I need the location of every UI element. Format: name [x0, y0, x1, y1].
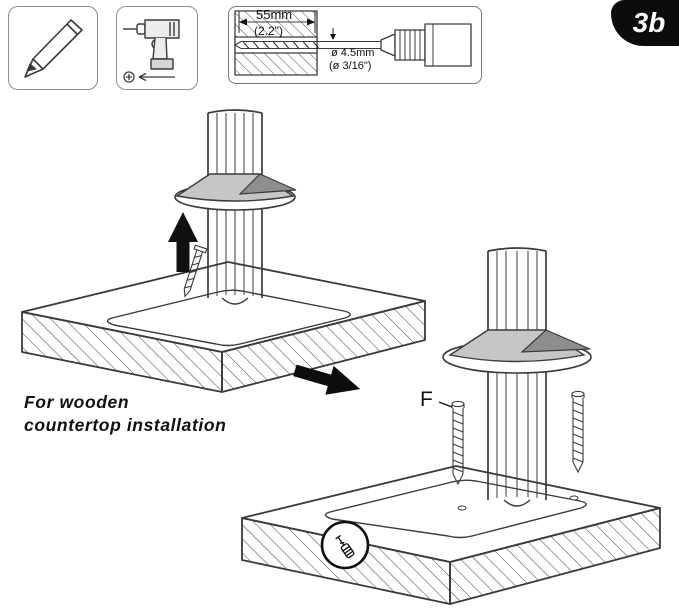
part-f-label: F: [420, 388, 433, 411]
pencil-icon: [24, 19, 83, 78]
next-step-arrow-icon: [293, 364, 361, 395]
drill-depth-mm: 55mm: [256, 7, 293, 22]
phillips-screw-icon: [123, 71, 175, 83]
anchor-detail-circle: [320, 520, 370, 570]
wood-edge-right-2: [449, 507, 661, 605]
caption: For wooden countertop installation: [24, 391, 226, 437]
pilot-hole-right: [569, 495, 579, 501]
cover-plate-floating: [174, 173, 297, 211]
drill-icon: [123, 19, 180, 70]
screw-f-left: [451, 400, 465, 486]
pilot-hole-left: [457, 505, 467, 511]
drill-bit-icon: [234, 40, 381, 50]
wall-anchor-icon: [335, 534, 355, 559]
part-f-leader: [438, 401, 453, 408]
drill-diameter-mm: ø 4.5mm: [331, 47, 375, 59]
countertop-left: [21, 261, 426, 393]
mounting-plate: [106, 289, 351, 347]
up-arrow-icon: [168, 212, 198, 272]
diameter-arrow: [330, 28, 336, 40]
drill-depth-inch: (2.2"): [254, 24, 283, 38]
countertop-right: [241, 465, 661, 605]
caption-line-1: For wooden: [24, 392, 130, 412]
drill-spec-box: 55mm (2.2") ø 4.5mm (ø 3/16"): [228, 6, 482, 84]
cover-plate-seated: [442, 329, 592, 374]
step-badge: 3b: [611, 0, 679, 46]
drill-diameter-inch: (ø 3/16"): [329, 60, 372, 72]
caption-line-2: countertop installation: [24, 414, 227, 435]
drill-bit-spec-icon: [234, 10, 472, 76]
pole-notch-left: [221, 297, 249, 305]
screw-f-right: [571, 390, 585, 474]
pole-notch-right: [503, 499, 531, 507]
loose-screw: [183, 244, 208, 298]
depth-dimension-arrow: [238, 11, 316, 33]
wood-edge-right: [221, 300, 426, 393]
drill-chuck-icon: [380, 23, 472, 67]
mounting-plate-2: [324, 479, 587, 539]
step-badge-label: 3b: [632, 7, 666, 38]
tool-box-drill: [116, 6, 198, 90]
tool-box-pencil: [8, 6, 98, 90]
pole-installed: [487, 247, 547, 500]
